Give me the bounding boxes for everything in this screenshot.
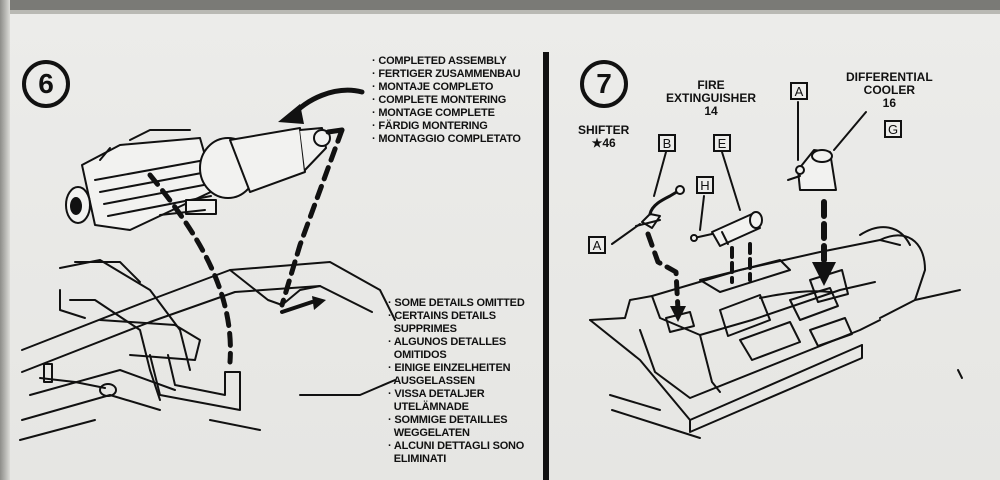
differential-cooler-label: DIFFERENTIAL COOLER 16 <box>846 71 933 110</box>
details-omitted-item: ALCUNI DETTAGLI SONO <box>388 440 525 453</box>
scan-edge-left <box>0 0 10 480</box>
details-omitted-item: ALGUNOS DETALLES <box>388 336 525 349</box>
details-omitted-item: SOME DETAILS OMITTED <box>388 297 524 310</box>
fire-extinguisher-name-line1: FIRE <box>697 78 725 92</box>
callout-g: G <box>884 120 902 138</box>
step-number-6: 6 <box>22 60 70 108</box>
panel-divider <box>543 52 549 480</box>
details-omitted-item: WEGGELATEN <box>393 427 470 439</box>
chassis-frame-illustration <box>19 259 396 441</box>
shifter-part <box>635 185 685 229</box>
completed-assembly-item: MONTAGE COMPLETE <box>372 107 521 120</box>
fire-extinguisher-name-line2: EXTINGUISHER <box>666 91 757 105</box>
details-omitted-item: VISSA DETALJER <box>388 388 525 401</box>
completed-assembly-item: COMPLETED ASSEMBLY <box>372 55 521 68</box>
details-omitted-list: SOME DETAILS OMITTED CERTAINS DETAILS SU… <box>388 297 525 466</box>
details-omitted-item: SOMMIGE DETAILLES <box>388 414 525 427</box>
details-omitted-item: ELIMINATI <box>393 453 447 465</box>
scan-edge-top <box>0 0 1000 10</box>
step6-guide-lines <box>147 87 365 365</box>
callout-h: H <box>696 176 714 194</box>
details-omitted-item: CERTAINS DETAILS <box>388 310 525 323</box>
fire-extinguisher-label: FIRE EXTINGUISHER 14 <box>666 79 756 118</box>
differential-cooler-part <box>787 149 837 191</box>
differential-cooler-name-line1: DIFFERENTIAL <box>846 70 933 84</box>
details-omitted-item: UTELÄMNADE <box>393 401 469 413</box>
shifter-part-number: ★46 <box>591 136 616 150</box>
step7-leader-lines <box>611 101 867 245</box>
transmission-assembly-illustration <box>65 127 331 231</box>
differential-cooler-part-number: 16 <box>882 96 897 110</box>
completed-assembly-list: COMPLETED ASSEMBLY FERTIGER ZUSAMMENBAU … <box>372 55 521 146</box>
callout-a-cooler: A <box>790 82 808 100</box>
step7-guide-lines <box>645 199 836 322</box>
details-omitted-item: EINIGE EINZELHEITEN <box>388 362 525 375</box>
floor-pan-illustration <box>589 226 963 439</box>
differential-cooler-name-line2: COOLER <box>863 83 915 97</box>
completed-assembly-item: FERTIGER ZUSAMMENBAU <box>372 68 521 81</box>
details-omitted-item: OMITIDOS <box>393 349 447 361</box>
fire-extinguisher-part-number: 14 <box>704 104 718 118</box>
shifter-label: SHIFTER ★46 <box>578 124 629 150</box>
callout-a-shifter: A <box>588 236 606 254</box>
completed-assembly-item: FÄRDIG MONTERING <box>372 120 521 133</box>
scan-edge-shadow <box>0 10 1000 14</box>
callout-e: E <box>713 134 731 152</box>
callout-b: B <box>658 134 676 152</box>
completed-assembly-item: COMPLETE MONTERING <box>372 94 521 107</box>
shifter-name: SHIFTER <box>578 123 630 137</box>
details-omitted-item: AUSGELASSEN <box>393 375 475 387</box>
fire-extinguisher-part <box>690 211 763 247</box>
completed-assembly-item: MONTAGGIO COMPLETATO <box>372 133 521 146</box>
step-number-7: 7 <box>580 60 628 108</box>
completed-assembly-item: MONTAJE COMPLETO <box>372 81 521 94</box>
details-omitted-item: SUPPRIMES <box>393 323 457 335</box>
